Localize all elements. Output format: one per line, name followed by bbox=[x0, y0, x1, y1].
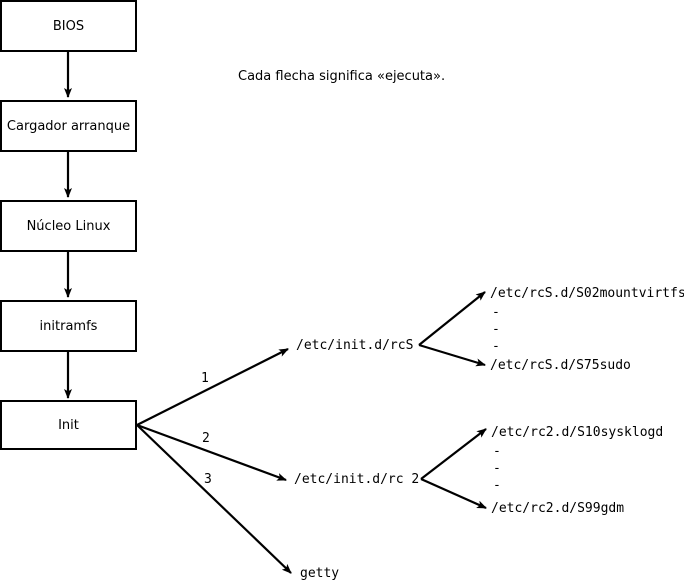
stage-label-init: Init bbox=[58, 417, 79, 433]
stage-box-bios: BIOS bbox=[0, 0, 137, 52]
arrow-rc2-to-first-script bbox=[420, 428, 487, 480]
script-label-rc2-last: /etc/rc2.d/S99gdm bbox=[491, 501, 625, 516]
script-label-rc2-first: /etc/rc2.d/S10sysklogd bbox=[491, 425, 664, 440]
script-label-rcs-last: /etc/rcS.d/S75sudo bbox=[490, 358, 631, 373]
script-label-getty: getty bbox=[300, 566, 340, 581]
stage-box-init: Init bbox=[0, 400, 137, 450]
script-label-rcs: /etc/init.d/rcS bbox=[296, 338, 414, 353]
arrow-init-branch-1 bbox=[136, 348, 289, 426]
stage-label-initramfs: initramfs bbox=[39, 318, 98, 334]
branch-number-2: 2 bbox=[202, 431, 210, 446]
stage-box-bootloader: Cargador arranque bbox=[0, 100, 137, 152]
stage-box-kernel: Núcleo Linux bbox=[0, 200, 137, 252]
stage-label-bios: BIOS bbox=[52, 18, 85, 34]
branch-number-1: 1 bbox=[201, 371, 209, 386]
arrow-rcs-to-first-script bbox=[418, 291, 486, 346]
script-label-rcs-first: /etc/rcS.d/S02mountvirtfs bbox=[490, 286, 684, 301]
ellipsis-rcs-3: - bbox=[492, 339, 500, 354]
arrow-rcs-to-last-script bbox=[418, 343, 486, 367]
ellipsis-rcs-1: - bbox=[492, 305, 500, 320]
arrow-rc2-to-last-script bbox=[420, 477, 487, 510]
branch-number-3: 3 bbox=[204, 472, 212, 487]
ellipsis-rc2-1: - bbox=[493, 444, 501, 459]
ellipsis-rcs-2: - bbox=[492, 322, 500, 337]
ellipsis-rc2-3: - bbox=[493, 478, 501, 493]
ellipsis-rc2-2: - bbox=[493, 461, 501, 476]
diagram-caption: Cada flecha significa «ejecuta». bbox=[238, 69, 446, 84]
arrow-init-branch-2 bbox=[136, 423, 287, 482]
script-label-rc2: /etc/init.d/rc 2 bbox=[294, 472, 420, 487]
stage-label-kernel: Núcleo Linux bbox=[26, 218, 111, 234]
stage-box-initramfs: initramfs bbox=[0, 300, 137, 352]
arrow-init-branch-3 bbox=[136, 424, 292, 574]
stage-label-bootloader: Cargador arranque bbox=[6, 118, 131, 134]
